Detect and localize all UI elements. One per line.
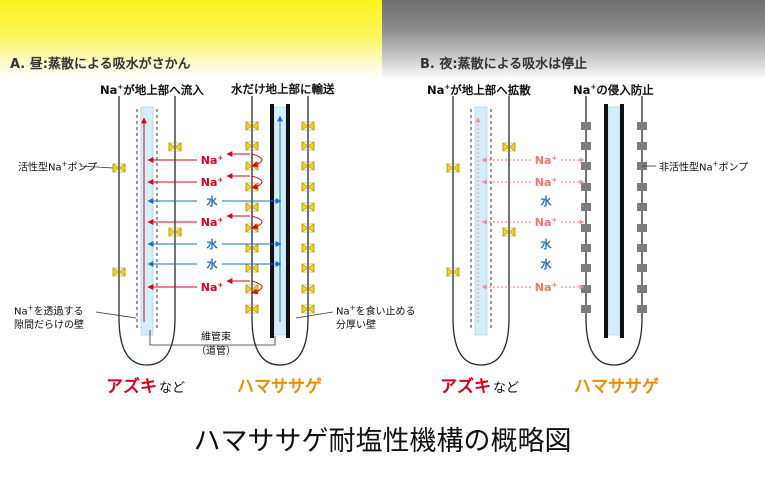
inactive-pump-icon (581, 122, 591, 130)
sodium-label: Na+ (201, 154, 224, 167)
main-title: ハマササゲ耐塩性機構の概略図 (193, 426, 572, 457)
thick-wall-right (620, 104, 624, 338)
section-b-label: B. 夜:蒸散による吸水は停止 (420, 57, 588, 72)
inactive-pump-icon (637, 244, 647, 252)
azuki-xylem (474, 106, 488, 336)
night-background (382, 0, 765, 80)
inactive-pump-icon (581, 224, 591, 232)
leaky-wall-leader (95, 311, 137, 319)
vascular-bundle-label: 維管束 （道管） (196, 332, 236, 357)
active-pump-icon (245, 263, 259, 273)
sodium-pump-return (251, 175, 263, 190)
section-b-left-column-label: Na+が地上部へ拡散 (427, 82, 531, 97)
thick-wall-leader (295, 311, 334, 319)
inactive-pump-icon (637, 285, 647, 293)
inactive-pump-icon (637, 224, 647, 232)
sodium-pump-return (251, 215, 263, 230)
hamasasage-xylem (607, 106, 621, 336)
vascular-leader (149, 330, 276, 346)
thick-wall-label: Na+を食い止める 分厚い壁 (336, 304, 416, 331)
azuki-label-b: アズキなど (440, 377, 520, 397)
thick-wall-left (270, 104, 274, 338)
water-label: 水 (541, 257, 553, 271)
inactive-pump-icon (581, 203, 591, 211)
sodium-label: Na+ (201, 281, 224, 294)
azuki-root-outline (118, 96, 176, 366)
water-label: 水 (207, 194, 219, 208)
sodium-pump-return (251, 280, 263, 295)
inactive-pump-icon (637, 142, 647, 150)
azuki-xylem (140, 106, 154, 336)
water-label: 水 (541, 194, 553, 208)
thick-wall-right (286, 104, 290, 338)
section-b-right-column-label: Na+の侵入防止 (573, 82, 654, 97)
inactive-pump-icon (581, 142, 591, 150)
sodium-label: Na+ (535, 176, 558, 189)
inactive-pump-label: 非活性型Na+ポンプ (659, 160, 749, 174)
inactive-pump-icon (581, 305, 591, 313)
inactive-pump-icon (581, 264, 591, 272)
azuki-root-outline (452, 96, 510, 366)
inactive-pump-icon (637, 264, 647, 272)
sodium-label: Na+ (535, 281, 558, 294)
inactive-pump-icon (637, 305, 647, 313)
leaky-wall-label: Na+を透過する 隙間だらけの壁 (14, 304, 84, 331)
inactive-pump-icon (581, 244, 591, 252)
section-a-label: A. 昼:蒸散による吸水がさかん (10, 57, 191, 72)
hamasasage-label-b: ハマササゲ (574, 377, 659, 397)
sodium-label: Na+ (535, 154, 558, 167)
section-a-right-column-label: 水だけ地上部に輸送 (231, 82, 335, 96)
inactive-pump-icon (637, 122, 647, 130)
leader-lines (79, 165, 656, 346)
hamasasage-root-outline (251, 96, 309, 366)
water-label: 水 (207, 237, 219, 251)
sodium-label: Na+ (535, 216, 558, 229)
hamasasage-label-a: ハマササゲ (237, 377, 322, 397)
water-label: 水 (207, 257, 219, 271)
sodium-label: Na+ (201, 216, 224, 229)
inactive-pump-icon (637, 183, 647, 191)
hamasasage-root-outline (585, 96, 643, 366)
thick-wall-left (604, 104, 608, 338)
inactive-pump-icon (637, 203, 647, 211)
sodium-label: Na+ (201, 176, 224, 189)
section-a-left-column-label: Na+が地上部へ流入 (100, 82, 204, 97)
water-label: 水 (541, 237, 553, 251)
active-pump-leader (79, 165, 114, 169)
inactive-pump-icon (581, 285, 591, 293)
sodium-pump-return (251, 153, 263, 168)
inactive-pump-icon (581, 162, 591, 170)
day-background (0, 0, 382, 80)
active-pump-icon (301, 182, 315, 192)
active-pump-label: 活性型Na+ポンプ (18, 160, 98, 174)
azuki-label-a: アズキなど (106, 377, 186, 397)
inactive-pump-icon (581, 183, 591, 191)
